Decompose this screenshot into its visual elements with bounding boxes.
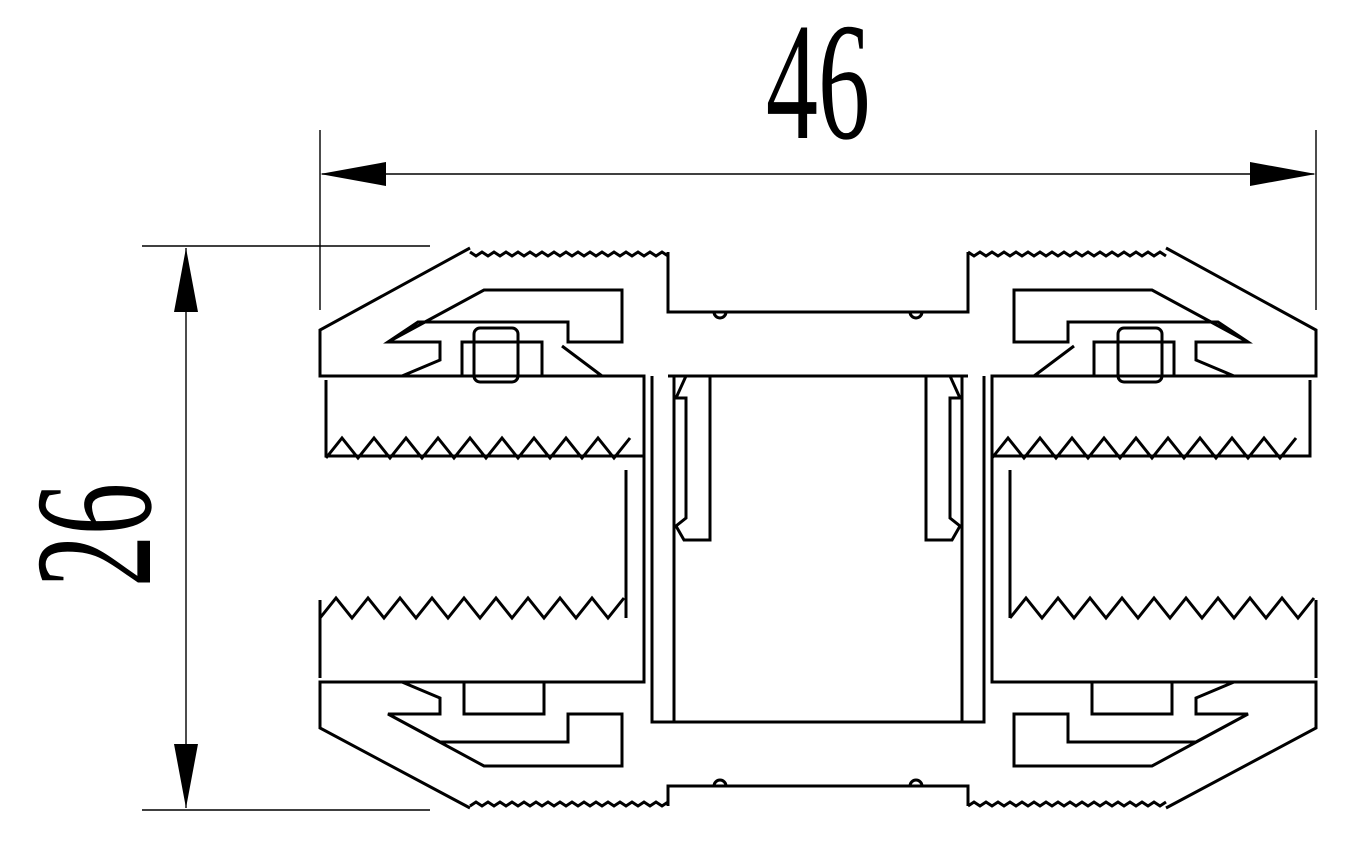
serration-group bbox=[318, 250, 1316, 808]
tslot-top-left bbox=[383, 288, 624, 378]
rib-right-outer bbox=[962, 376, 986, 724]
plate-upper-right bbox=[992, 380, 1312, 458]
width-label: 46 bbox=[766, 0, 870, 175]
tslot-bottom-left-inner bbox=[462, 682, 546, 716]
outer-wing-bottom-left bbox=[318, 465, 646, 810]
plate-upper-left bbox=[324, 380, 644, 458]
central-box bbox=[672, 374, 964, 724]
tslot-top-right-lip bbox=[1033, 344, 1075, 378]
web-notch-top-1 bbox=[908, 311, 924, 320]
height-arrow-top bbox=[174, 248, 198, 312]
bottom-web bbox=[666, 784, 970, 806]
web-notch-bottom-0 bbox=[712, 778, 728, 787]
serration-bottom-right-outer bbox=[967, 800, 1167, 808]
tslot-top-left-slot bbox=[472, 326, 520, 384]
serration-top-right-outer bbox=[967, 250, 1167, 258]
top-web bbox=[666, 252, 970, 314]
height-label: 26 bbox=[1, 483, 187, 587]
hook-left bbox=[673, 375, 712, 542]
tslot-top-right-slot bbox=[1116, 326, 1164, 384]
tslot-top-left-lip bbox=[561, 344, 603, 378]
width-arrow-right bbox=[1250, 162, 1316, 186]
serration-lower-left-plate bbox=[318, 595, 626, 621]
width-dimension: 46 bbox=[319, 0, 1317, 310]
serration-upper-left-plate bbox=[324, 435, 632, 461]
serration-bottom-left-outer bbox=[469, 800, 669, 808]
serration-top-left-outer bbox=[469, 250, 669, 258]
rib-left-outer bbox=[650, 376, 674, 724]
tslot-bottom-left bbox=[387, 680, 624, 768]
tslot-bottom-right bbox=[1012, 680, 1249, 768]
tslot-top-right bbox=[1012, 288, 1253, 378]
tslot-top-right-inner bbox=[1092, 340, 1176, 376]
height-arrow-bottom bbox=[174, 744, 198, 808]
tslot-top-left-inner bbox=[460, 340, 544, 376]
serration-upper-right-plate bbox=[990, 435, 1298, 461]
hook-right bbox=[924, 375, 963, 542]
web-notch-top-0 bbox=[712, 311, 728, 320]
outer-wing-bottom-right bbox=[990, 465, 1318, 810]
outer-wing-top-right bbox=[990, 246, 1318, 465]
width-arrow-left bbox=[320, 162, 386, 186]
aluminium-profile bbox=[318, 246, 1318, 810]
height-dimension: 26 bbox=[1, 245, 430, 811]
outer-wing-top-left bbox=[318, 246, 646, 465]
web-notch-bottom-1 bbox=[908, 778, 924, 787]
tslot-bottom-right-inner bbox=[1090, 682, 1174, 716]
serration-lower-right-plate bbox=[1008, 595, 1316, 621]
